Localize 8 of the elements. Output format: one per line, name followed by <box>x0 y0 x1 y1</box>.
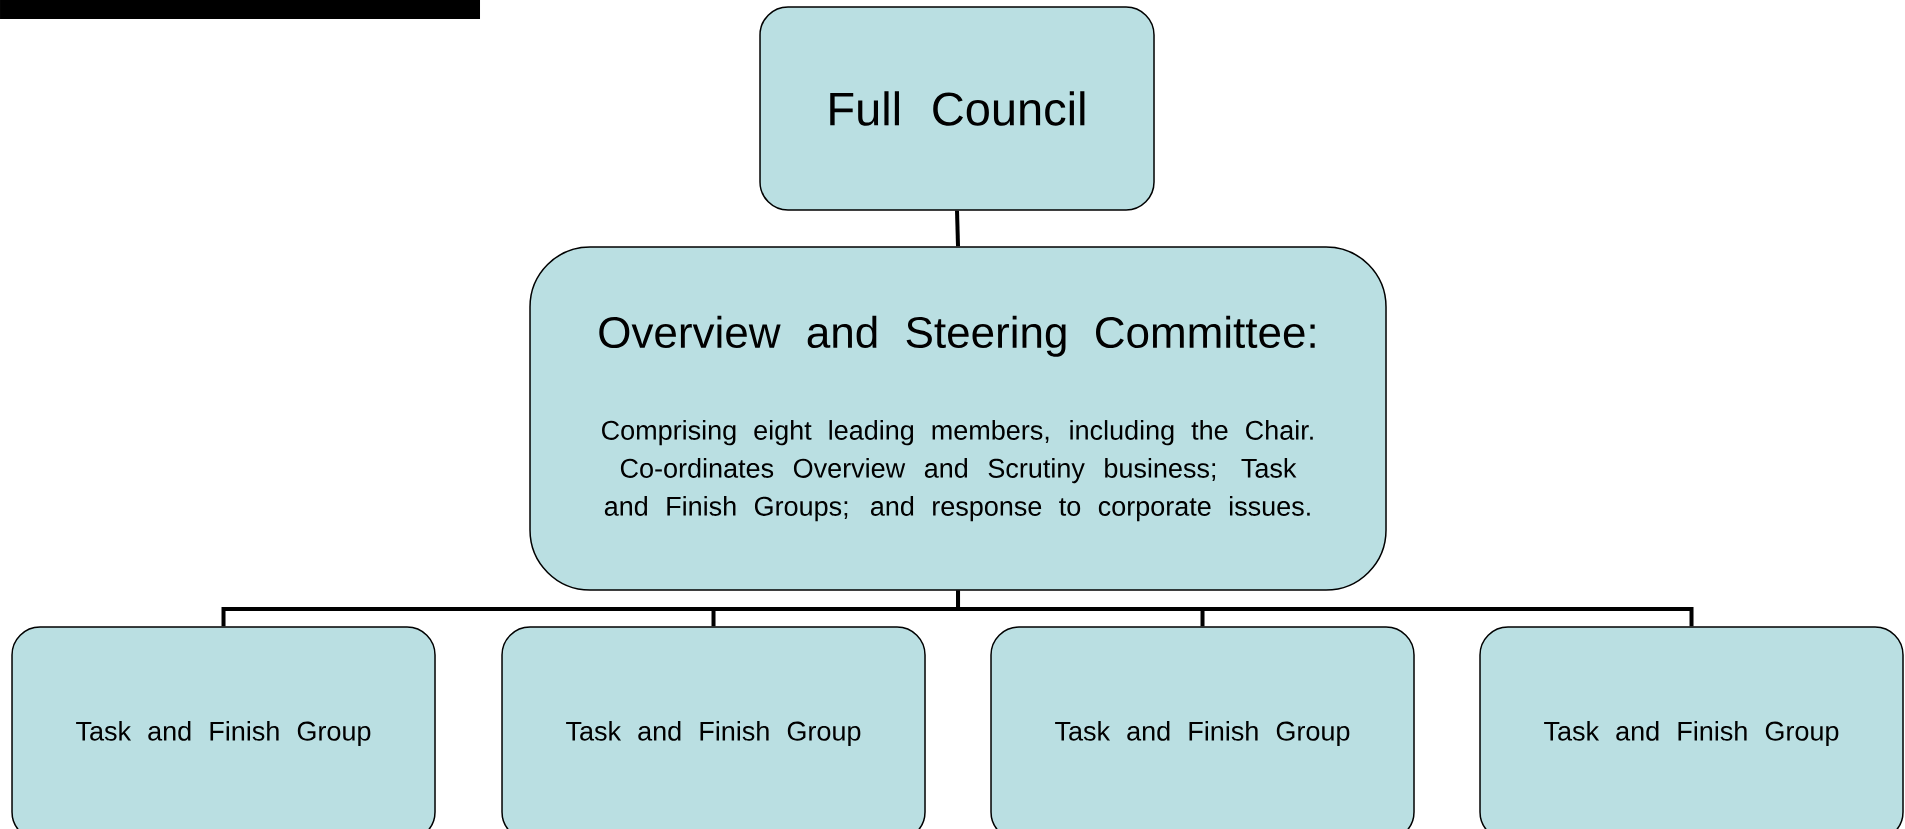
group-box: Task and Finish Group <box>990 626 1415 829</box>
connector-line <box>956 590 1694 627</box>
group-box: Task and Finish Group <box>501 626 926 829</box>
council-box: Full Council <box>759 6 1155 211</box>
group-box: Task and Finish Group <box>11 626 436 829</box>
committee-box: Overview and Steering Committee: Comprising eight leading members, including the Chair. Co-ordinates Overview and Scrutiny business; Task and Finish Groups; and response to corporate issues. <box>529 246 1387 591</box>
connector-line <box>955 210 960 247</box>
group-box: Task and Finish Group <box>1479 626 1904 829</box>
